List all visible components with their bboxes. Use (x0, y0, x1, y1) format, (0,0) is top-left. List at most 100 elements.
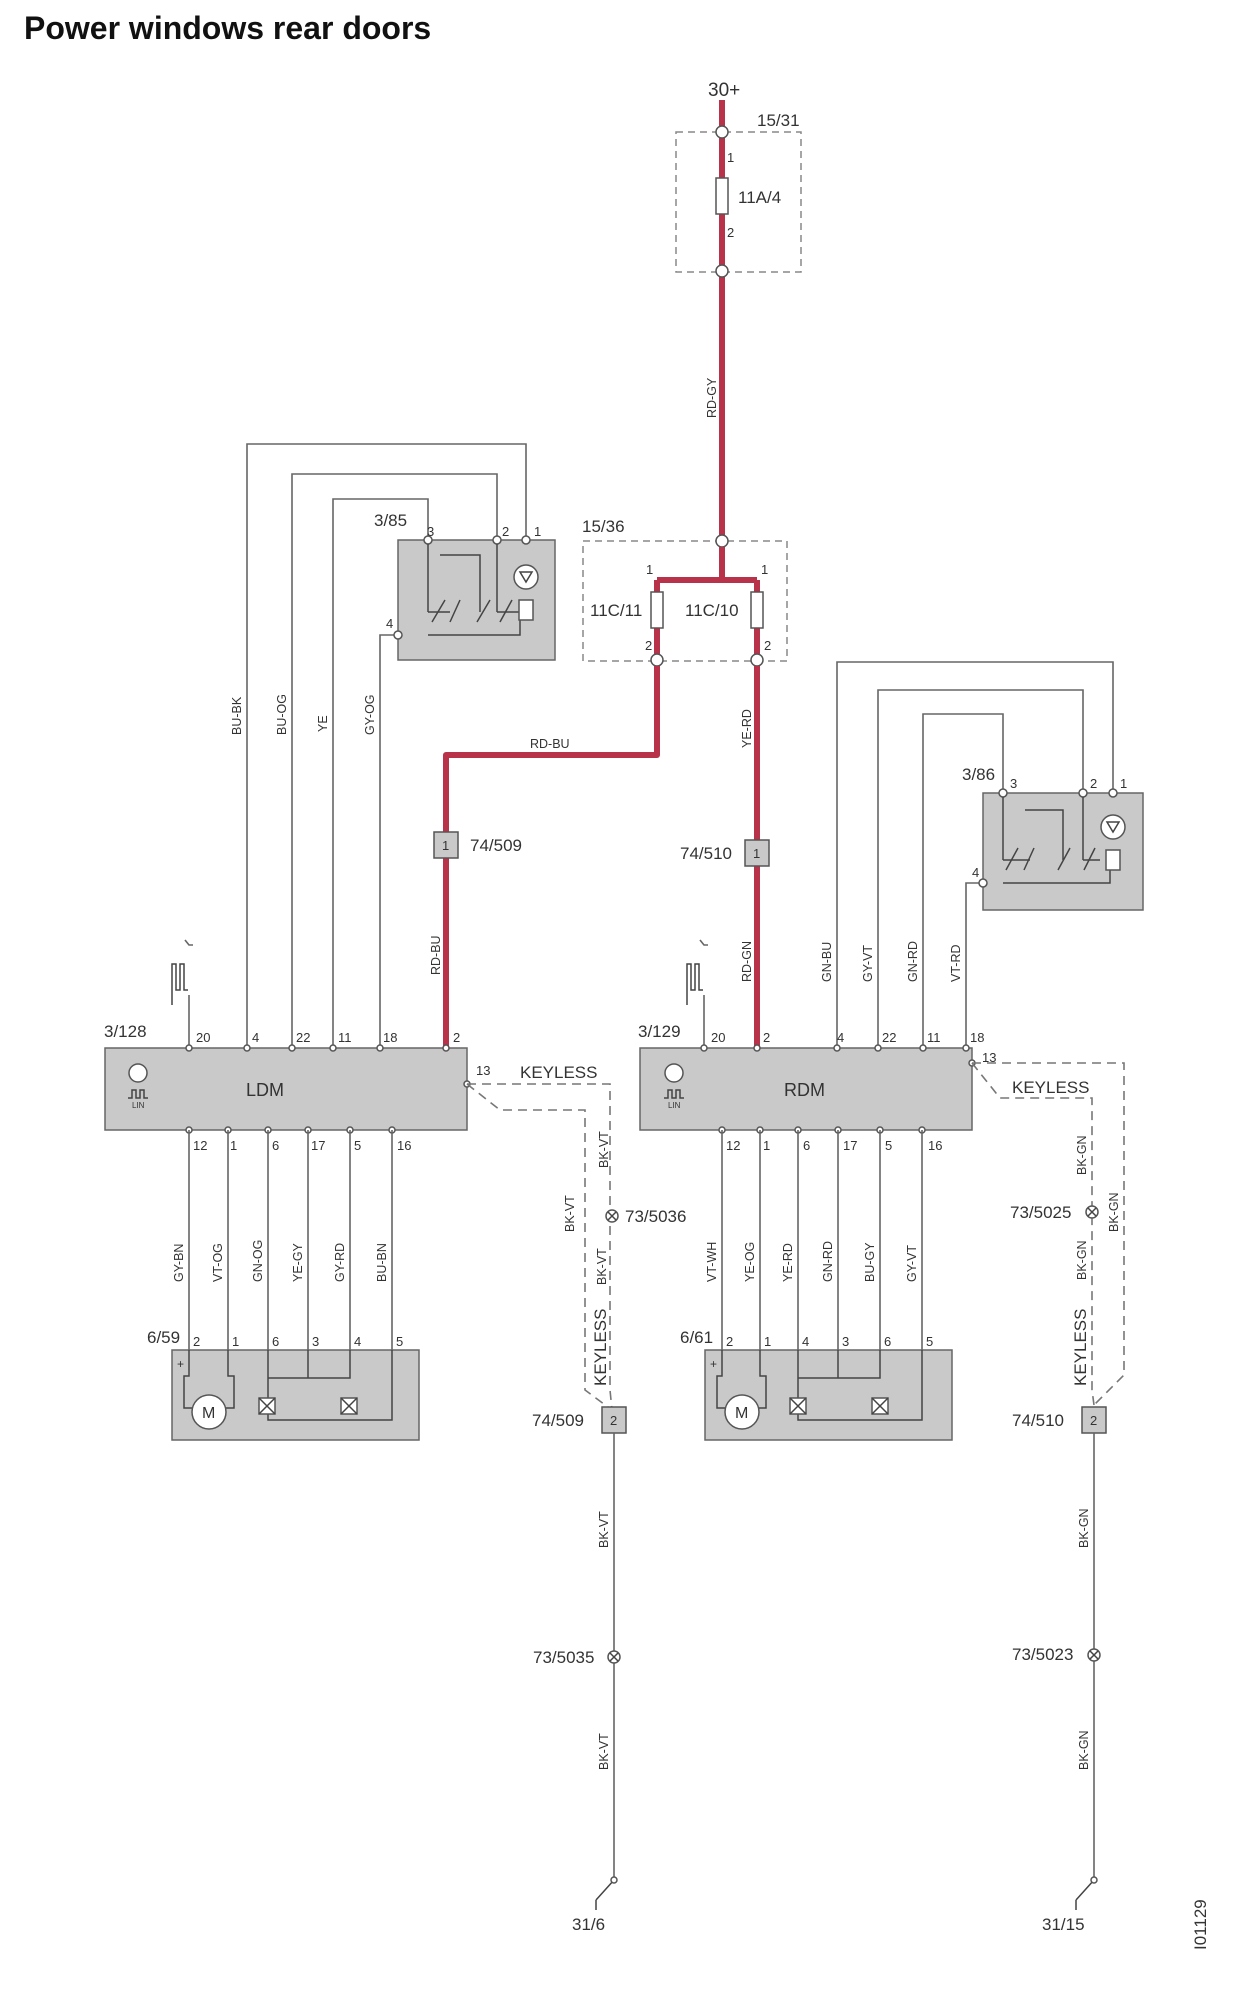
connector-74-509b-label: 74/509 (532, 1411, 584, 1430)
pin-label: 2 (763, 1030, 770, 1045)
pin-label: 1 (1120, 776, 1127, 791)
motor-icon (191, 1394, 227, 1430)
pin-label: 11 (927, 1030, 941, 1045)
pin-label: 4 (386, 616, 393, 631)
wire-color: BK-GN (1075, 1135, 1089, 1175)
terminal (715, 534, 729, 548)
motor-symbol: M (735, 1405, 748, 1422)
pin-label: 1 (761, 562, 768, 577)
connector-74-509-pin2 (601, 1406, 627, 1434)
splice-73-5025-label: 73/5025 (1010, 1203, 1071, 1222)
pin-label: 3 (427, 524, 434, 539)
rdm-module (639, 1047, 973, 1131)
wire-color-gy-vt: GY-VT (861, 945, 875, 982)
connector-74-510b-label: 74/510 (1012, 1411, 1064, 1430)
pin-label: 1 (232, 1334, 239, 1349)
pin-label: 18 (970, 1030, 984, 1045)
fuse-11a-4-label: 11A/4 (738, 188, 781, 207)
fusebox-15-31-label: 15/31 (757, 111, 800, 130)
pin-label: 4 (354, 1334, 361, 1349)
terminal (393, 630, 403, 640)
pin-label: 12 (726, 1138, 740, 1153)
wire-color-gn-bu: GN-BU (820, 942, 834, 982)
connector-74-509-label: 74/509 (470, 836, 522, 855)
pin-label: 2 (764, 638, 771, 653)
wire-color: BK-GN (1077, 1508, 1091, 1548)
ground-31-6: 31/6 (572, 1915, 605, 1934)
motor-icon (724, 1394, 760, 1430)
wire-color-ye: YE (316, 715, 330, 732)
pin-label: 3 (312, 1334, 319, 1349)
pin-label: 2 (1090, 1413, 1097, 1428)
fuse-11c-10-label: 11C/10 (685, 601, 739, 620)
ground-31-15: 31/15 (1042, 1915, 1085, 1934)
pin-label: 4 (837, 1030, 844, 1045)
rdm-motor-wire-colors: VT-WH YE-OG YE-RD GN-RD BU-GY GY-VT (705, 1241, 919, 1282)
pin-label: 5 (926, 1334, 933, 1349)
ground-symbol-right (1075, 1879, 1095, 1910)
lin-signal-icon (686, 963, 703, 1005)
pin-label: 2 (502, 524, 509, 539)
pin-label: 6 (272, 1138, 279, 1153)
splice-73-5023-label: 73/5023 (1012, 1645, 1073, 1664)
wire-color: BK-GN (1107, 1192, 1121, 1232)
terminal (750, 653, 764, 667)
motor-6-59-pins: 2 1 6 3 4 5 (193, 1334, 403, 1349)
keyless-vertical-left: KEYLESS (591, 1309, 610, 1387)
rdm-name: RDM (784, 1080, 825, 1100)
terminal (715, 125, 729, 139)
pin-label: 22 (882, 1030, 896, 1045)
pin-label: 2 (1090, 776, 1097, 791)
terminal (715, 264, 729, 278)
wire-color-ye-rd: YE-RD (740, 709, 754, 748)
wire-color: GN-RD (821, 1241, 835, 1282)
wire-color: BK-VT (563, 1195, 577, 1232)
switch-3-85-contacts (427, 544, 539, 636)
pin-label: 1 (727, 150, 734, 165)
connector-74-510-pin1 (744, 839, 770, 867)
ldm-bottom-pins: 12 1 6 17 5 16 (193, 1138, 411, 1153)
wire-color: BK-VT (597, 1733, 611, 1770)
fuse-11c-11 (650, 591, 664, 629)
pin-label: 18 (383, 1030, 397, 1045)
pin-label: 1 (442, 838, 449, 853)
rdm-top-pins: 20 2 4 22 11 18 (711, 1030, 984, 1045)
terminal (1090, 1876, 1098, 1884)
terminal (610, 1876, 618, 1884)
wire-color-vt-rd: VT-RD (949, 945, 963, 983)
switch-3-85-label: 3/85 (374, 511, 407, 530)
pin-label: 6 (803, 1138, 810, 1153)
ldm-keyless-label: KEYLESS (520, 1063, 598, 1082)
pin-label: 17 (311, 1138, 325, 1153)
motor-6-59-internals: + M (177, 1350, 393, 1430)
ldm-top-pins: 20 4 22 11 18 2 (196, 1030, 460, 1045)
terminal (1078, 788, 1088, 798)
pin-label: 4 (252, 1030, 259, 1045)
wire-color-gy-og: GY-OG (363, 694, 377, 735)
pin-label: 1 (763, 1138, 770, 1153)
pin-label: 16 (397, 1138, 411, 1153)
connector-74-509-pin1 (433, 831, 459, 859)
pin-label: 1 (534, 524, 541, 539)
coil-icon (518, 599, 534, 621)
pin-label: 2 (453, 1030, 460, 1045)
rdm-bottom-pins: 12 1 6 17 5 16 (726, 1138, 942, 1153)
wire-color: BK-GN (1075, 1240, 1089, 1280)
pin-label: 5 (885, 1138, 892, 1153)
wire-color-rd-bu-lower: RD-BU (429, 935, 443, 975)
fusebox-15-31 (675, 131, 802, 273)
pin-label: 11 (338, 1030, 352, 1045)
pin-label: 4 (802, 1334, 809, 1349)
terminal (492, 535, 502, 545)
pin-label: 6 (272, 1334, 279, 1349)
figure-id: I01129 (1191, 1899, 1210, 1950)
rdm-lin: LIN (668, 1101, 681, 1110)
wire-color: YE-RD (781, 1243, 795, 1282)
terminal (521, 535, 531, 545)
switch-3-86-label: 3/86 (962, 765, 995, 784)
pin-label: 5 (354, 1138, 361, 1153)
supply-label: 30+ (708, 80, 740, 101)
pin-label: 1 (753, 846, 760, 861)
pin-label: 5 (396, 1334, 403, 1349)
